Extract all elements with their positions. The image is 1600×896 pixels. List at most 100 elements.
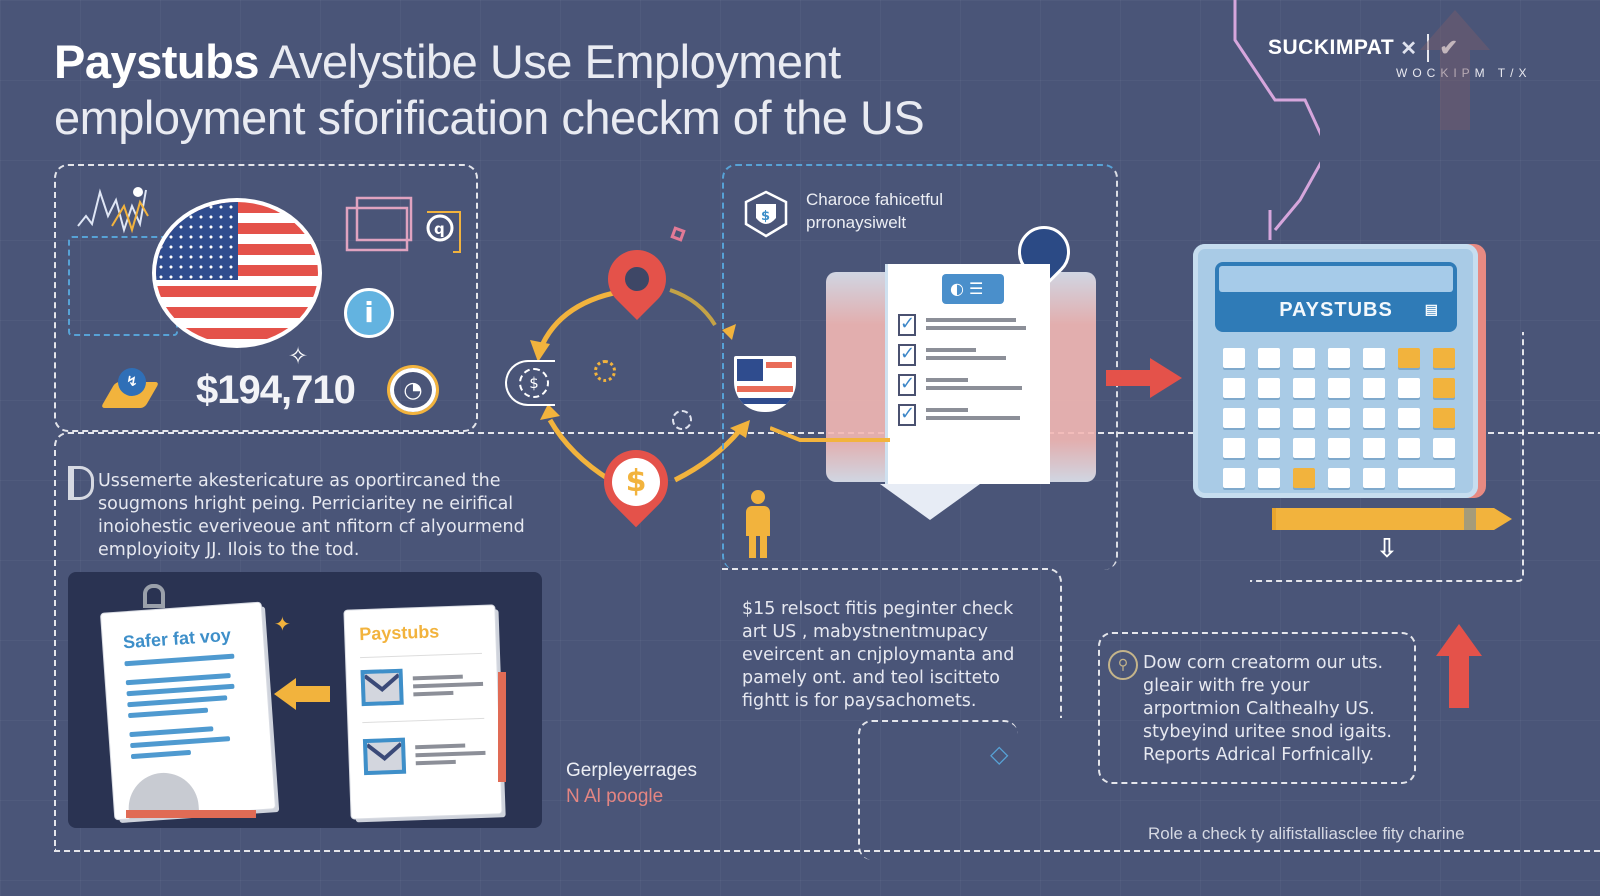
calculator-key <box>1363 348 1385 368</box>
person-icon <box>744 490 772 562</box>
calculator-key <box>1398 468 1455 488</box>
coin-icon: $ <box>505 360 555 406</box>
brand-subtitle: WOCKIPM T/X <box>1396 66 1532 80</box>
page-title: Paystubs Avelystibe Use Employment emplo… <box>54 34 1014 146</box>
center-caption: Gerpleyerrages N Al poogle <box>566 760 697 807</box>
calculator-key <box>1433 408 1455 428</box>
checklist-item: ✓ <box>898 374 1050 396</box>
checklist-heading: Charoce fahicetful prronaysiwelt <box>806 190 944 232</box>
left-document-title: Safer fat voy <box>122 624 232 653</box>
title-line1: Avelystibe Use Employment <box>258 35 841 88</box>
calculator-key <box>1328 378 1350 398</box>
calculator-key <box>1258 468 1280 488</box>
calculator-key <box>1328 348 1350 368</box>
middle-frame <box>722 568 1062 718</box>
brand-separator <box>1427 34 1430 62</box>
clipboard-clip-icon <box>143 584 165 608</box>
middle-paragraph: $15 relsoct fitis peginter check art US … <box>742 599 1015 711</box>
checklist-item: ✓ <box>898 404 1050 426</box>
checklist-frame <box>722 164 1118 570</box>
arrow-left-icon <box>274 678 330 710</box>
diamond-outline-icon: ◇ <box>990 740 1009 768</box>
us-shield-icon <box>734 356 796 412</box>
calculator-key <box>1363 408 1385 428</box>
folder-icon: q <box>345 196 461 253</box>
amount-value: $194,710 <box>196 368 356 412</box>
gear-icon <box>594 360 616 382</box>
documents-panel: Safer fat voy ✦ Paystubs <box>68 572 542 828</box>
checklist-document: ◐ ☰ ✓ ✓ ✓ ✓ <box>888 264 1050 484</box>
calculator-key <box>1223 438 1245 458</box>
calculator-key <box>1363 378 1385 398</box>
us-flag-icon <box>152 198 322 348</box>
title-line2: employment sforification checkm of the U… <box>54 91 925 144</box>
chat-bubble-icon: ◐ ☰ <box>942 274 1004 304</box>
envelope-icon <box>362 737 407 776</box>
calculator-key <box>1433 378 1455 398</box>
calculator-key <box>1398 408 1420 428</box>
calculator-key <box>1223 378 1245 398</box>
calculator-key <box>1433 348 1455 368</box>
brand-x-icon: ✕ <box>1400 37 1418 60</box>
envelope-icon <box>360 668 404 707</box>
arrow-down-icon: ⇩ <box>1376 534 1398 564</box>
checklist-item: ✓ <box>898 314 1050 336</box>
calculator-key <box>1223 468 1245 488</box>
checklist-item: ✓ <box>898 344 1050 366</box>
refresh-icon <box>672 410 692 430</box>
calculator-key <box>1363 468 1385 488</box>
title-bold: Paystubs <box>54 35 259 88</box>
calculator-key <box>1293 468 1315 488</box>
summary-panel <box>54 164 478 432</box>
calculator-key <box>1328 468 1350 488</box>
left-document: Safer fat voy <box>101 602 275 820</box>
document-badge-icon <box>68 466 94 500</box>
paystubs-document: Paystubs <box>344 605 502 819</box>
calculator-key <box>1363 438 1385 458</box>
arrow-up-icon <box>1436 624 1482 708</box>
calculator-label: PAYSTUBS <box>1279 299 1393 321</box>
calculator-key <box>1258 438 1280 458</box>
info-icon: i <box>344 288 394 338</box>
calculator-key <box>1258 408 1280 428</box>
calculator-key <box>1258 378 1280 398</box>
line-chart-icon <box>77 187 149 234</box>
calculator-key <box>1398 378 1420 398</box>
magnifier-icon: ⚲ <box>1108 650 1138 680</box>
svg-text:$: $ <box>761 209 770 224</box>
cycle-diagram <box>530 287 750 483</box>
circuit-line-icon <box>1233 0 1320 240</box>
svg-text:q: q <box>434 220 445 238</box>
calculator-key <box>1293 438 1315 458</box>
calculator-key <box>1258 348 1280 368</box>
sparkle-icon: ✧ <box>288 342 309 370</box>
paystubs-document-title: Paystubs <box>358 621 440 645</box>
brand-logo: SUCKIMPAT ✕ ✔ WOCKIPM T/X <box>1268 34 1568 80</box>
shield-dollar-icon: $ <box>744 190 788 238</box>
calculator-key <box>1328 438 1350 458</box>
right-paragraph: Dow corn creatorm our uts. gleair with f… <box>1143 653 1392 765</box>
calculator-key <box>1398 348 1420 368</box>
calculator-frame <box>1250 332 1524 582</box>
calculator-key <box>1398 438 1420 458</box>
arrow-right-icon <box>1106 358 1182 398</box>
checkmark-logo-icon: ✔ <box>1439 35 1459 60</box>
info-box <box>1098 632 1416 784</box>
faded-arrow-up-icon <box>1420 10 1490 130</box>
pencil-icon <box>1272 508 1512 530</box>
star-icon: ✦ <box>274 612 291 636</box>
orange-connector <box>770 426 890 442</box>
calculator-key <box>1433 438 1455 458</box>
calculator-key <box>1293 408 1315 428</box>
calculator-key <box>1328 408 1350 428</box>
calculator-key <box>1293 348 1315 368</box>
lower-center-frame <box>858 720 1018 860</box>
calculator-key <box>1223 348 1245 368</box>
document-pointer <box>880 484 980 520</box>
print-icon: ▤ <box>1424 301 1439 317</box>
calculator-key <box>1223 408 1245 428</box>
brand-name: SUCKIMPAT <box>1268 36 1395 59</box>
clock-icon: ◔ <box>390 368 436 412</box>
intro-paragraph: Ussemerte akestericature as oportircaned… <box>98 471 525 560</box>
badge-icon: ↯ <box>100 368 160 408</box>
